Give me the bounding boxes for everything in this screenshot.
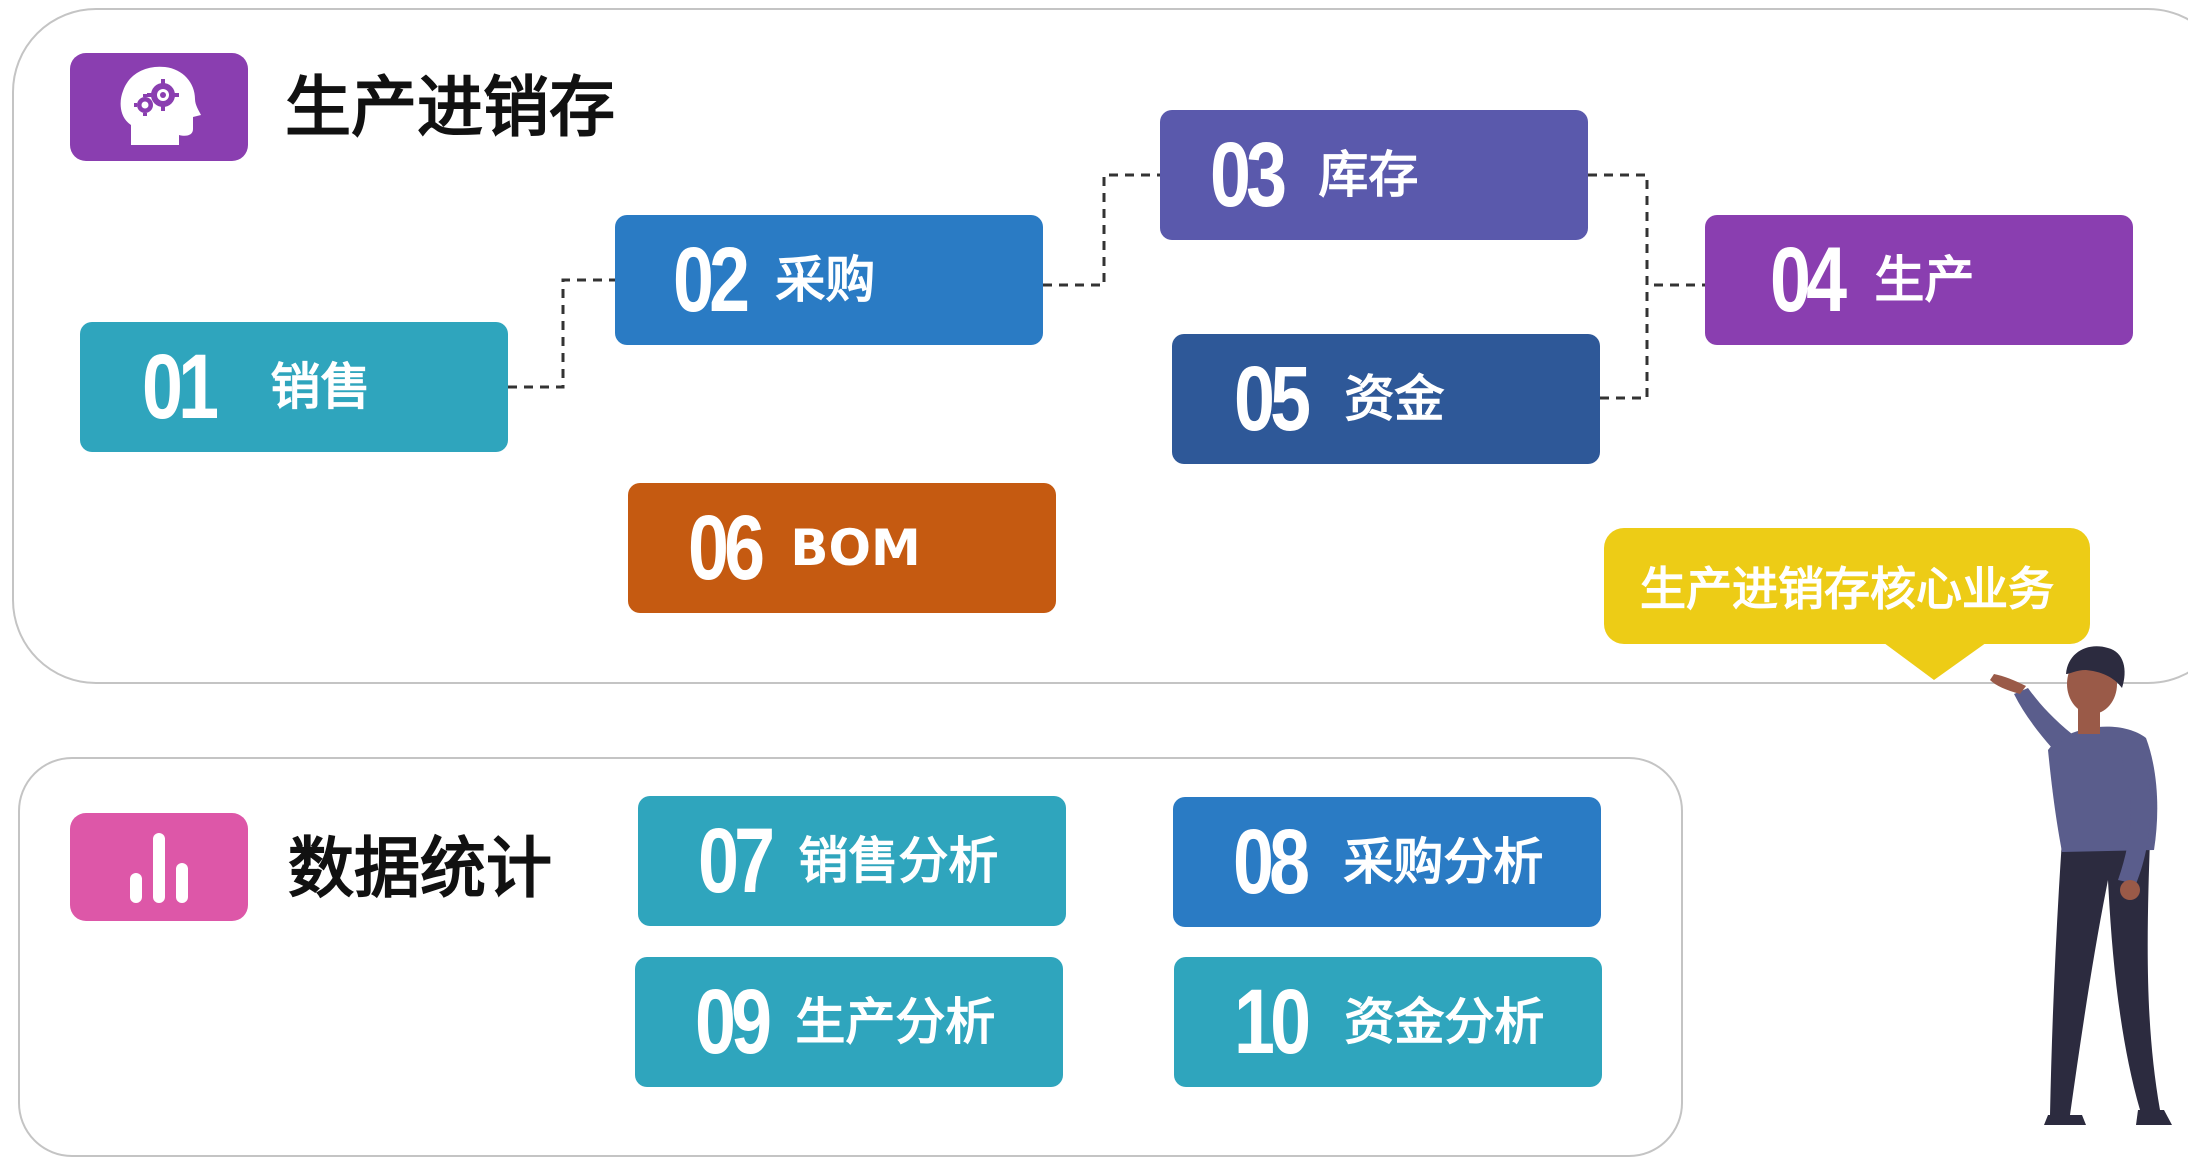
node-label: 资金分析 <box>1344 993 1545 1051</box>
connector-05-04 <box>1600 285 1649 400</box>
node-number: 06 <box>688 497 765 599</box>
node-number: 08 <box>1233 811 1310 913</box>
node-purchase-analysis[interactable]: 08 采购分析 <box>1173 797 1601 927</box>
connector-03-04 <box>1588 173 1705 287</box>
node-label: 销售分析 <box>798 832 999 890</box>
node-sales-analysis[interactable]: 07 销售分析 <box>638 796 1066 926</box>
node-label: 销售 <box>270 358 371 416</box>
callout-tail <box>1880 640 1990 680</box>
presenter-figure-icon <box>1990 646 2172 1125</box>
node-label: 生产 <box>1874 251 1975 309</box>
connector-01-02 <box>508 278 615 389</box>
node-number: 09 <box>695 971 772 1073</box>
callout-bubble: 生产进销存核心业务 <box>1604 528 2090 644</box>
node-number: 04 <box>1770 229 1847 331</box>
section-title-statistics: 数据统计 <box>288 830 552 907</box>
section-title-production: 生产进销存 <box>285 69 615 146</box>
node-funds[interactable]: 05 资金 <box>1172 334 1600 464</box>
node-number: 03 <box>1210 124 1287 226</box>
node-label: 采购 <box>775 251 876 309</box>
node-number: 05 <box>1234 348 1311 450</box>
node-number: 01 <box>142 336 219 438</box>
node-production-analysis[interactable]: 09 生产分析 <box>635 957 1063 1087</box>
node-purchase[interactable]: 02 采购 <box>615 215 1043 345</box>
connector-02-03 <box>1043 173 1160 287</box>
node-number: 07 <box>698 810 775 912</box>
flow-connectors <box>508 173 1705 400</box>
bar-chart-icon <box>70 813 248 921</box>
node-label: 资金 <box>1344 370 1445 428</box>
node-label: 生产分析 <box>795 993 996 1051</box>
node-sales[interactable]: 01 销售 <box>80 322 508 452</box>
node-label: BOM <box>790 519 921 577</box>
node-inventory[interactable]: 03 库存 <box>1160 110 1588 240</box>
node-number: 02 <box>673 229 750 331</box>
node-label: 库存 <box>1318 146 1419 204</box>
node-production[interactable]: 04 生产 <box>1705 215 2133 345</box>
node-number: 10 <box>1234 971 1311 1073</box>
brain-gears-icon <box>70 53 248 161</box>
node-funds-analysis[interactable]: 10 资金分析 <box>1174 957 1602 1087</box>
node-label: 采购分析 <box>1343 833 1544 891</box>
node-bom[interactable]: 06 BOM <box>628 483 1056 613</box>
